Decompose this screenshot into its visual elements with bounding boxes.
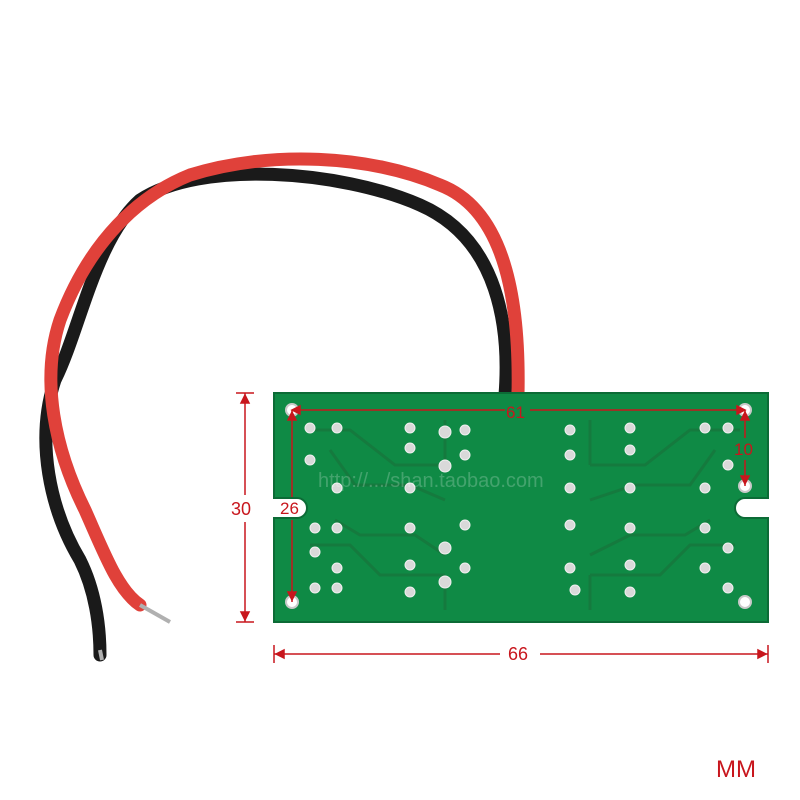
unit-label: MM bbox=[716, 756, 756, 783]
solder-pads bbox=[304, 422, 734, 598]
red-wire bbox=[44, 152, 525, 612]
dimension-label-66: 66 bbox=[508, 644, 529, 664]
copper-traces bbox=[305, 420, 740, 610]
dimension-label-26: 26 bbox=[280, 499, 299, 518]
wire-pair bbox=[39, 152, 525, 662]
black-wire-tip bbox=[98, 649, 104, 661]
dimension-label-10: 10 bbox=[734, 440, 753, 459]
pcb-board bbox=[273, 392, 769, 623]
mounting-holes bbox=[285, 403, 752, 609]
dimension-lines bbox=[236, 392, 769, 663]
dimension-label-30: 30 bbox=[231, 499, 252, 519]
pcb-outline bbox=[273, 392, 769, 623]
red-wire-tip bbox=[139, 603, 171, 624]
watermark: http://.../shan.taobao.com bbox=[318, 470, 544, 492]
dimension-label-61: 61 bbox=[506, 403, 525, 422]
